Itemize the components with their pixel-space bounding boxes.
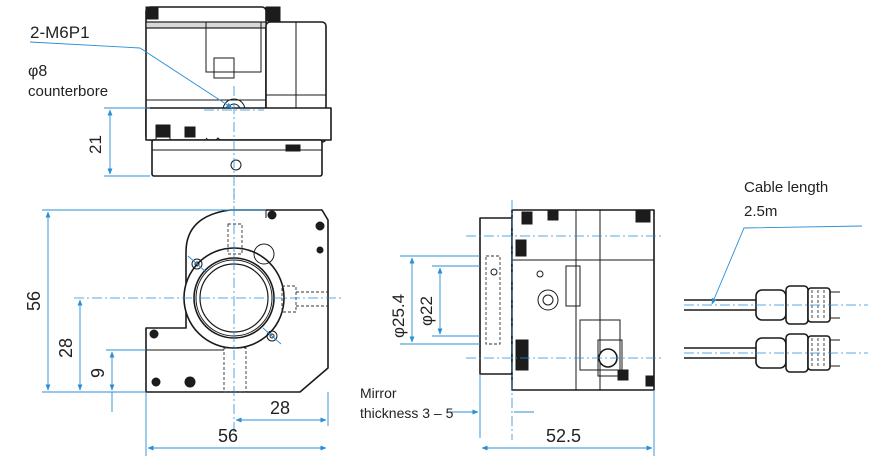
dim-center-height: 28 [56, 338, 76, 358]
mirror-callout-line1: Mirror [360, 385, 397, 401]
cable-connectors [684, 225, 868, 373]
front-view [42, 188, 344, 456]
dim-total-height: 56 [24, 291, 44, 311]
dim-inner-diameter: φ22 [417, 296, 436, 326]
dim-outer-diameter: φ25.4 [389, 294, 408, 338]
cable-callout-line1: Cable length [744, 179, 828, 196]
dim-total-width: 56 [218, 426, 238, 446]
side-view [400, 200, 664, 456]
dim-base-height: 9 [88, 368, 108, 378]
dim-center-width: 28 [270, 398, 290, 418]
thread-callout: 2-M6P1 [30, 23, 90, 42]
bore-type-callout: counterbore [28, 83, 108, 100]
dim-top-height: 21 [86, 135, 105, 154]
dim-depth: 52.5 [546, 426, 581, 446]
bore-diameter-callout: φ8 [28, 63, 47, 80]
cable-callout-line2: 2.5m [744, 203, 777, 220]
mirror-callout-line2: thickness 3 – 5 [360, 405, 454, 421]
top-view [29, 6, 332, 200]
